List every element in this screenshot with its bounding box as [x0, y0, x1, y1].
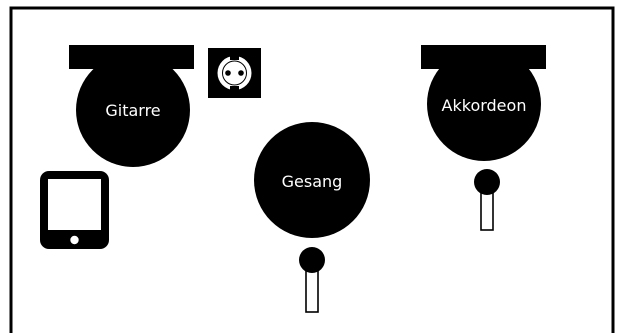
gitarre-label: Gitarre — [105, 101, 160, 120]
akkordeon-mic-icon — [474, 169, 500, 231]
gesang-circle — [254, 122, 370, 238]
tablet-icon — [40, 171, 109, 249]
performer-gitarre: Gitarre — [69, 45, 194, 167]
performer-gesang: Gesang — [254, 122, 370, 313]
akkordeon-circle — [427, 47, 541, 161]
gesang-mic-icon — [299, 247, 325, 313]
gesang-label: Gesang — [282, 172, 343, 191]
gitarre-circle — [76, 53, 190, 167]
performer-akkordeon: Akkordeon — [421, 45, 546, 231]
power-outlet-icon — [208, 48, 261, 98]
akkordeon-label: Akkordeon — [442, 96, 527, 115]
